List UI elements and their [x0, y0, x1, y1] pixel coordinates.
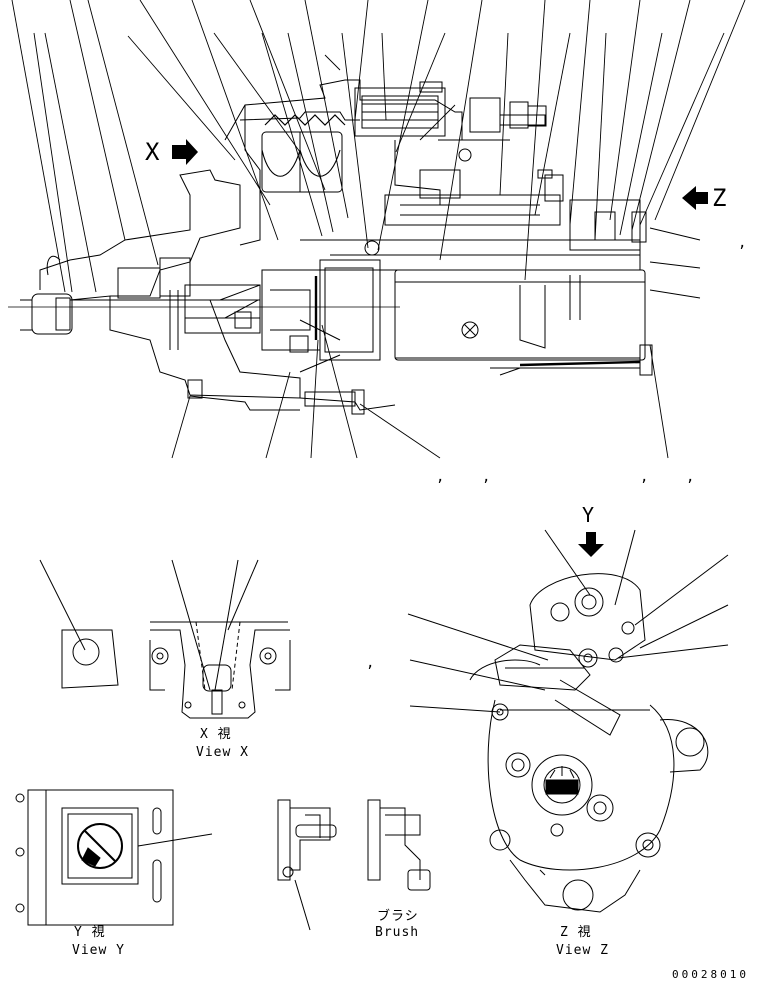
- leader-lines-top: [11, 0, 746, 293]
- starter-side-view: [8, 79, 708, 415]
- leader-lines-right: [649, 227, 701, 459]
- view-x-detail: [149, 559, 291, 719]
- label-comma: ,: [640, 469, 649, 485]
- view-x-arrow: [172, 139, 198, 165]
- brush-caption-jp: ブラシ: [377, 909, 419, 924]
- view-z-caption-jp: Z 視: [560, 925, 592, 940]
- view-z-detail: [407, 529, 729, 913]
- brush-detail-2: [367, 799, 431, 891]
- brush-detail-1: [277, 799, 337, 931]
- view-z-arrow: [682, 186, 708, 210]
- label-comma: ,: [436, 469, 445, 485]
- view-z-caption-en: View Z: [556, 943, 609, 958]
- document-number: 00028010: [672, 968, 749, 981]
- view-y-detail: [15, 789, 213, 926]
- label-comma: ,: [482, 469, 491, 485]
- view-y-caption-en: View Y: [72, 943, 125, 958]
- view-y-caption-jp: Y 視: [74, 925, 106, 940]
- screw-head: [461, 321, 479, 339]
- label-comma: ,: [686, 469, 695, 485]
- brush-caption-en: Brush: [375, 925, 420, 940]
- no-splash-icon: [77, 823, 123, 869]
- view-y-marker: Y: [582, 503, 596, 527]
- view-x-caption-en: View X: [196, 745, 249, 760]
- label-comma: ,: [738, 235, 747, 251]
- wire-stroke: [469, 659, 541, 681]
- grommet-detail: [39, 559, 119, 689]
- label-comma: ,: [366, 655, 375, 671]
- view-x-marker: X: [145, 138, 161, 166]
- view-x-caption-jp: X 視: [200, 727, 232, 742]
- view-z-marker: Z: [712, 184, 728, 212]
- view-y-arrow: [578, 532, 604, 557]
